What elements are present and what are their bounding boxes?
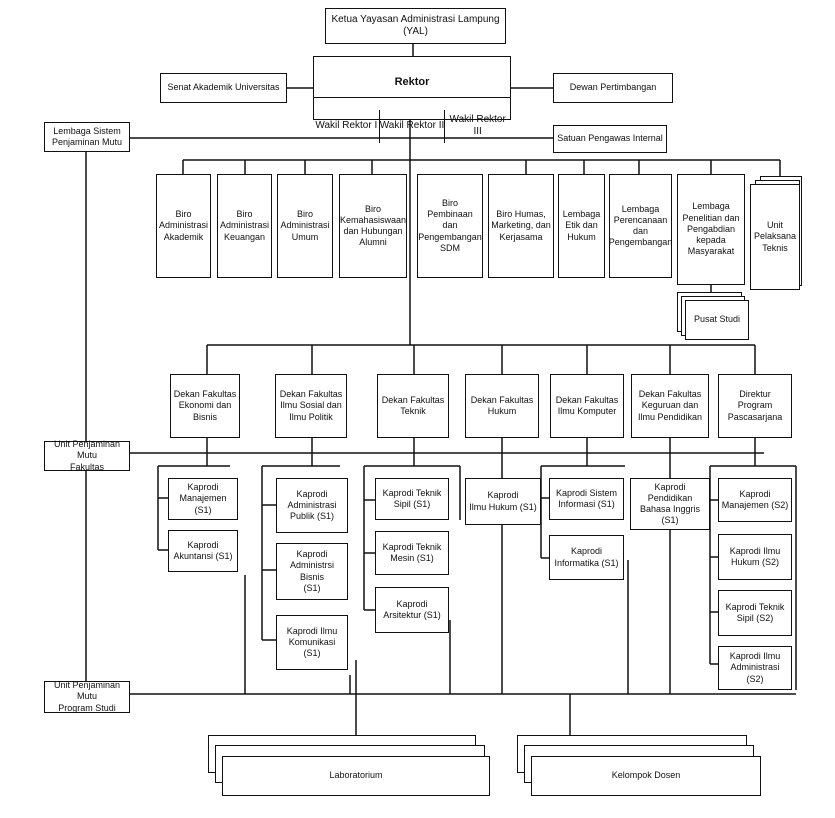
unit-box-1: Biro Administrasi Akademik: [156, 174, 211, 278]
kaprodi-fik-2: Kaprodi Informatika (S1): [549, 535, 624, 580]
kaprodi-feb-2: Kaprodi Akuntansi (S1): [168, 530, 238, 572]
kaprodi-feb-1: Kaprodi Manajemen (S1): [168, 478, 238, 520]
dean-box-4: Dekan Fakultas Hukum: [465, 374, 539, 438]
pusat-studi-box: Pusat Studi: [685, 300, 749, 340]
dean-box-5: Dekan Fakultas Ilmu Komputer: [550, 374, 624, 438]
dean-box-2: Dekan Fakultas Ilmu Sosial dan Ilmu Poli…: [275, 374, 347, 438]
wakil-rektor-3: Wakil Rektor III: [449, 113, 506, 138]
dean-box-1: Dekan Fakultas Ekonomi dan Bisnis: [170, 374, 240, 438]
unit-box-7: Lembaga Etik dan Hukum: [558, 174, 605, 278]
unit-box-2: Biro Administrasi Keuangan: [217, 174, 272, 278]
kaprodi-pasca-3: Kaprodi Teknik Sipil (S2): [718, 590, 792, 636]
senat-akademik-box: Senat Akademik Universitas: [160, 73, 287, 103]
satuan-pengawas-internal-box: Satuan Pengawas Internal: [553, 125, 667, 153]
kaprodi-ft-2: Kaprodi Teknik Mesin (S1): [375, 531, 449, 575]
kaprodi-fisip-3: Kaprodi Ilmu Komunikasi (S1): [276, 615, 348, 670]
unit-box-10: Unit Pelaksana Teknis: [750, 184, 800, 290]
unit-box-8: Lembaga Perencanaan dan Pengembangan: [609, 174, 672, 278]
ketua-yayasan-box: Ketua Yayasan Administrasi Lampung (YAL): [325, 8, 506, 44]
lembaga-penjaminan-mutu-box: Lembaga Sistem Penjaminan Mutu: [44, 122, 130, 152]
unit-box-3: Biro Administrasi Umum: [277, 174, 333, 278]
dean-box-7: Direktur Program Pascasarjana: [718, 374, 792, 438]
unit-box-9: Lembaga Penelitian dan Pengabdian kepada…: [677, 174, 745, 285]
kaprodi-fkip-1: Kaprodi Pendidikan Bahasa Inggris (S1): [630, 478, 710, 530]
dean-box-6: Dekan Fakultas Keguruan dan Ilmu Pendidi…: [631, 374, 709, 438]
kaprodi-ft-1: Kaprodi Teknik Sipil (S1): [375, 478, 449, 520]
kaprodi-ft-3: Kaprodi Arsitektur (S1): [375, 587, 449, 633]
kaprodi-fik-1: Kaprodi Sistem Informasi (S1): [549, 478, 624, 520]
rektor-title: Rektor: [314, 68, 510, 99]
rektor-box: Rektor Wakil Rektor I Wakil Rektor II Wa…: [313, 56, 511, 143]
unit-box-5: Biro Pembinaan dan Pengembangan SDM: [417, 174, 483, 278]
unit-box-6: Biro Humas, Marketing, dan Kerjasama: [488, 174, 554, 278]
wakil-rektor-1: Wakil Rektor I: [314, 109, 380, 143]
kaprodi-pasca-2: Kaprodi Ilmu Hukum (S2): [718, 534, 792, 580]
kaprodi-pasca-4: Kaprodi Ilmu Administrasi (S2): [718, 646, 792, 690]
kelompok-dosen-box: Kelompok Dosen: [531, 756, 761, 796]
unit-box-4: Biro Kemahasiswaan dan Hubungan Alumni: [339, 174, 407, 278]
upm-prodi-box: Unit Penjaminan Mutu Program Studi: [44, 680, 130, 713]
kaprodi-fisip-1: Kaprodi Administrasi Publik (S1): [276, 478, 348, 533]
dean-box-3: Dekan Fakultas Teknik: [377, 374, 449, 438]
upm-fakultas-box: Unit Penjaminan Mutu Fakultas: [44, 439, 130, 472]
kaprodi-fh-1: Kaprodi Ilmu Hukum (S1): [465, 478, 541, 525]
dewan-pertimbangan-box: Dewan Pertimbangan: [553, 73, 673, 103]
wakil-rektor-2: Wakil Rektor II: [380, 109, 446, 143]
kaprodi-pasca-1: Kaprodi Manajemen (S2): [718, 478, 792, 522]
kaprodi-fisip-2: Kaprodi Administrsi Bisnis (S1): [276, 543, 348, 600]
laboratorium-box: Laboratorium: [222, 756, 490, 796]
